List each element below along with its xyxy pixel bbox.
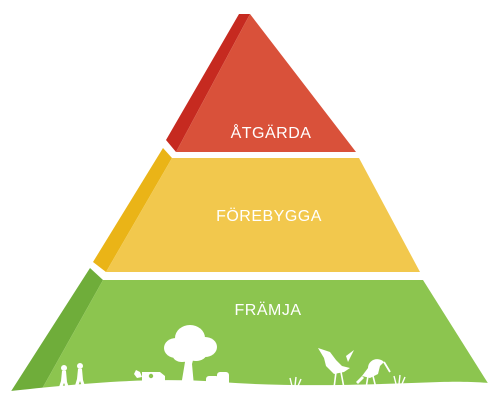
tier-top-face [176,14,356,152]
tree-icon [164,325,217,386]
tier-middle-face [106,158,420,272]
tier-bottom [8,268,496,396]
tier-top-side [166,14,250,152]
crane-bird-icon [318,348,354,389]
tier-top [166,14,356,152]
tier-bottom-label: FRÄMJA [234,302,302,319]
bale-icon [206,372,229,386]
tier-bottom-side [8,268,103,396]
grass-icon [289,374,406,387]
cow-icon [134,370,165,388]
walking-people-icon [58,363,86,390]
tier-bottom-face [38,280,496,396]
tier-top-label: ÅTGÄRDA [230,125,312,142]
tier-middle-label: FÖREBYGGA [216,208,322,225]
tier-middle-side [93,148,172,272]
crane-bird-icon [356,359,391,389]
tier-middle [93,148,420,272]
footer-scene [0,325,502,408]
